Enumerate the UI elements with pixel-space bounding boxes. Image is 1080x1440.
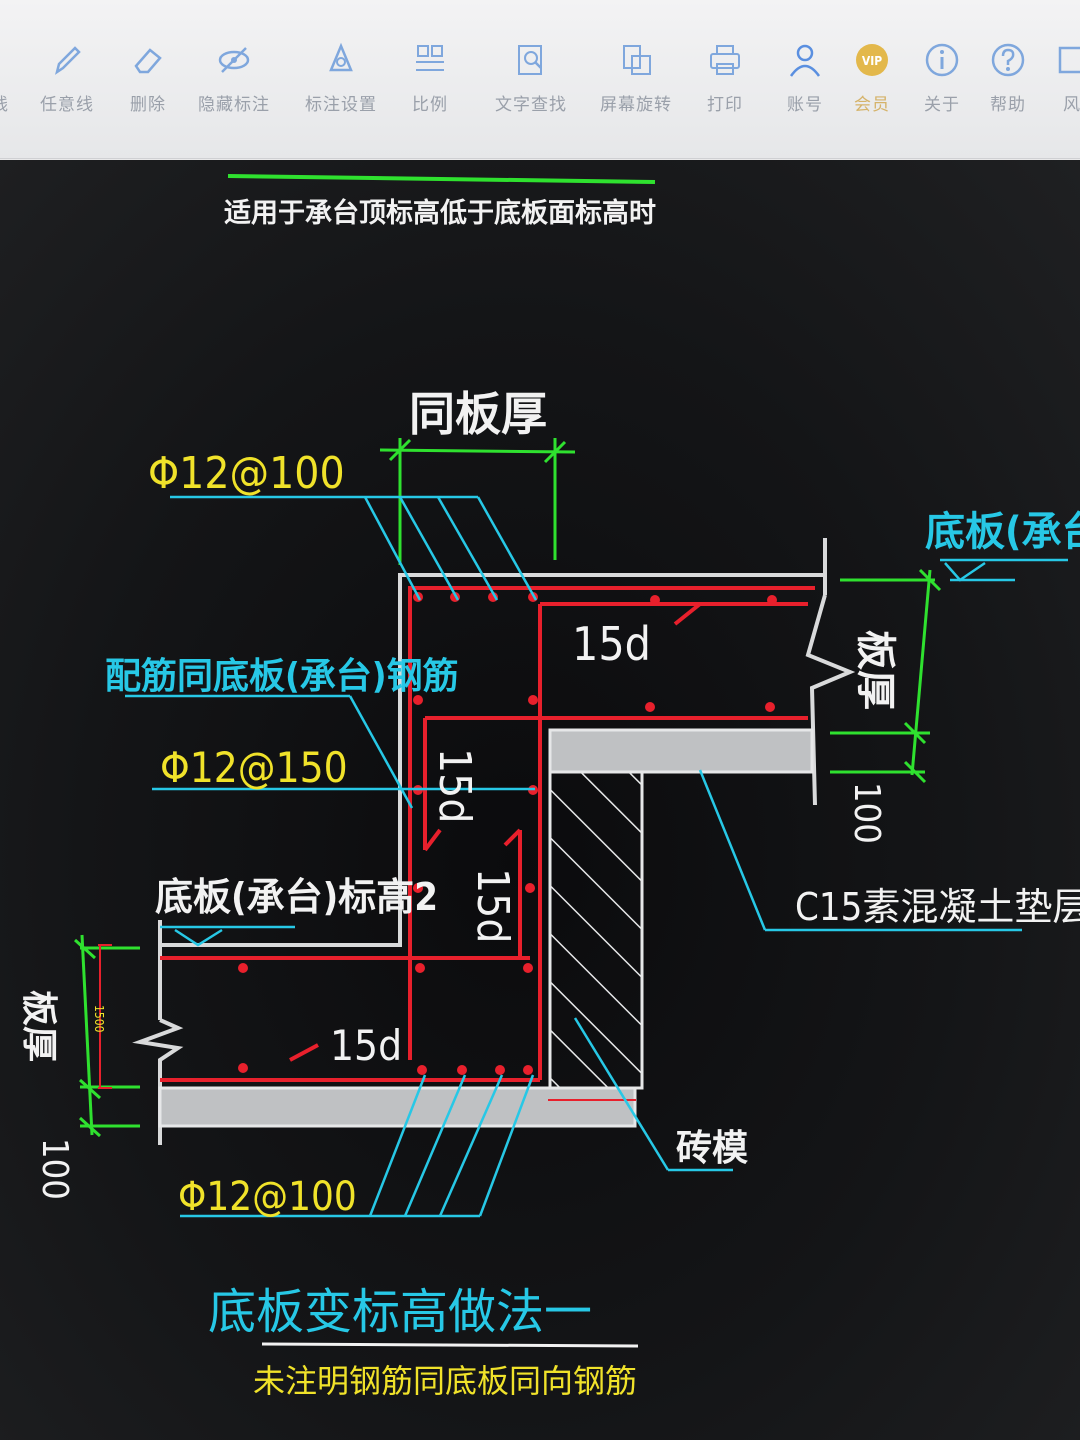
label-same-thickness: 同板厚 — [409, 387, 547, 441]
toolbar-label: 比例 — [412, 95, 448, 115]
eraser-icon — [134, 48, 162, 74]
toolbar-label: 账号 — [787, 95, 823, 115]
toolbar-item-rotate-screen[interactable]: 屏幕旋转 — [600, 40, 672, 130]
printer-icon — [710, 45, 740, 75]
toolbar-label: 标注设置 — [305, 95, 377, 115]
c15-cushion-label: C15素混凝土垫层 — [795, 885, 1080, 929]
toolbar: 线 任意线 删除 隐藏标注 标注设置 比例 文字查找 屏幕旋转 打印 账号 VI… — [0, 0, 1080, 159]
rebar-same-label: 配筋同底板(承台)钢筋 — [105, 656, 459, 697]
dim-1500: 1500 — [92, 1005, 106, 1033]
svg-text:VIP: VIP — [862, 54, 882, 68]
leader-lines — [125, 495, 1068, 1218]
drawing-canvas[interactable]: 适用于承台顶标高低于底板面标高时 同板厚 — [0, 160, 1080, 1440]
rotate-screen-icon — [623, 45, 651, 75]
anchor-15d-vertical-left: 15d — [429, 748, 480, 824]
pen-icon — [55, 46, 81, 75]
c15-cushion-lower — [158, 1086, 637, 1128]
cad-drawing: 适用于承台顶标高低于底板面标高时 同板厚 — [18, 174, 1080, 1400]
rebar-lines — [160, 586, 815, 1082]
title-underline — [261, 1342, 639, 1348]
toolbar-label: 任意线 — [40, 95, 94, 115]
info-icon — [925, 43, 959, 77]
annotation-settings-icon — [329, 42, 353, 72]
style-icon — [1058, 46, 1080, 74]
toolbar-item-print[interactable]: 打印 — [705, 40, 745, 130]
header-note: 适用于承台顶标高低于底板面标高时 — [224, 197, 656, 229]
help-icon — [991, 43, 1025, 77]
slab-elev2-label: 底板(承台)标高2 — [155, 875, 438, 919]
brick-mold-label: 砖模 — [676, 1128, 748, 1169]
toolbar-label: 会员 — [854, 95, 890, 115]
slab-elev1-label: 底板(承台)标高1 — [925, 509, 1080, 555]
toolbar-label: 关于 — [924, 95, 960, 115]
toolbar-item-scale[interactable]: 比例 — [410, 40, 450, 130]
slab-thickness-left-label: 板厚 — [18, 990, 59, 1062]
toolbar-item-annotation-settings[interactable]: 标注设置 — [305, 40, 377, 130]
toolbar-item-hide-annotation[interactable]: 隐藏标注 — [198, 40, 270, 130]
toolbar-label: 打印 — [707, 95, 743, 115]
c15-cushion-upper — [548, 728, 814, 774]
text-search-icon — [518, 45, 542, 75]
toolbar-item-delete[interactable]: 删除 — [128, 40, 168, 130]
rebar-bottom-label: Φ12@100 — [178, 1174, 357, 1220]
dim-100-left: 100 — [34, 1138, 75, 1200]
toolbar-item-style[interactable]: 风 — [1052, 40, 1080, 130]
dimension-lines — [73, 568, 942, 1138]
toolbar-label: 帮助 — [990, 95, 1026, 115]
toolbar-label: 屏幕旋转 — [600, 95, 672, 115]
drawing-subtitle: 未注明钢筋同底板同向钢筋 — [253, 1362, 637, 1400]
toolbar-item-freeline[interactable]: 任意线 — [40, 40, 94, 130]
drawing-title: 底板变标高做法一 — [208, 1284, 592, 1340]
user-icon — [789, 44, 821, 77]
toolbar-item-partial[interactable]: 线 — [0, 40, 20, 130]
rebar-mid-label: Φ12@150 — [160, 743, 348, 792]
dim-100-right: 100 — [846, 782, 887, 844]
toolbar-item-text-search[interactable]: 文字查找 — [495, 40, 567, 130]
toolbar-label: 风 — [1063, 95, 1080, 115]
scale-icon — [416, 45, 444, 71]
dimension-same-thickness — [379, 438, 576, 565]
toolbar-item-about[interactable]: 关于 — [922, 40, 962, 130]
eye-hide-icon — [218, 47, 250, 73]
slab-thickness-right-label: 板厚 — [852, 630, 898, 710]
toolbar-item-help[interactable]: 帮助 — [988, 40, 1028, 130]
anchor-15d-vertical-right: 15d — [467, 868, 518, 944]
anchor-15d-top: 15d — [572, 617, 651, 671]
toolbar-item-vip[interactable]: VIP 会员 — [852, 40, 892, 130]
toolbar-item-account[interactable]: 账号 — [785, 40, 825, 130]
toolbar-label: 删除 — [130, 95, 166, 115]
toolbar-label: 文字查找 — [495, 95, 567, 115]
toolbar-label: 隐藏标注 — [198, 95, 270, 115]
vip-icon: VIP — [856, 44, 888, 76]
concrete-outline — [132, 538, 856, 1145]
header-underline — [227, 174, 656, 184]
brick-mold — [548, 770, 644, 1090]
rebar-top-label: Φ12@100 — [148, 448, 345, 499]
anchor-15d-bottom: 15d — [330, 1021, 402, 1070]
